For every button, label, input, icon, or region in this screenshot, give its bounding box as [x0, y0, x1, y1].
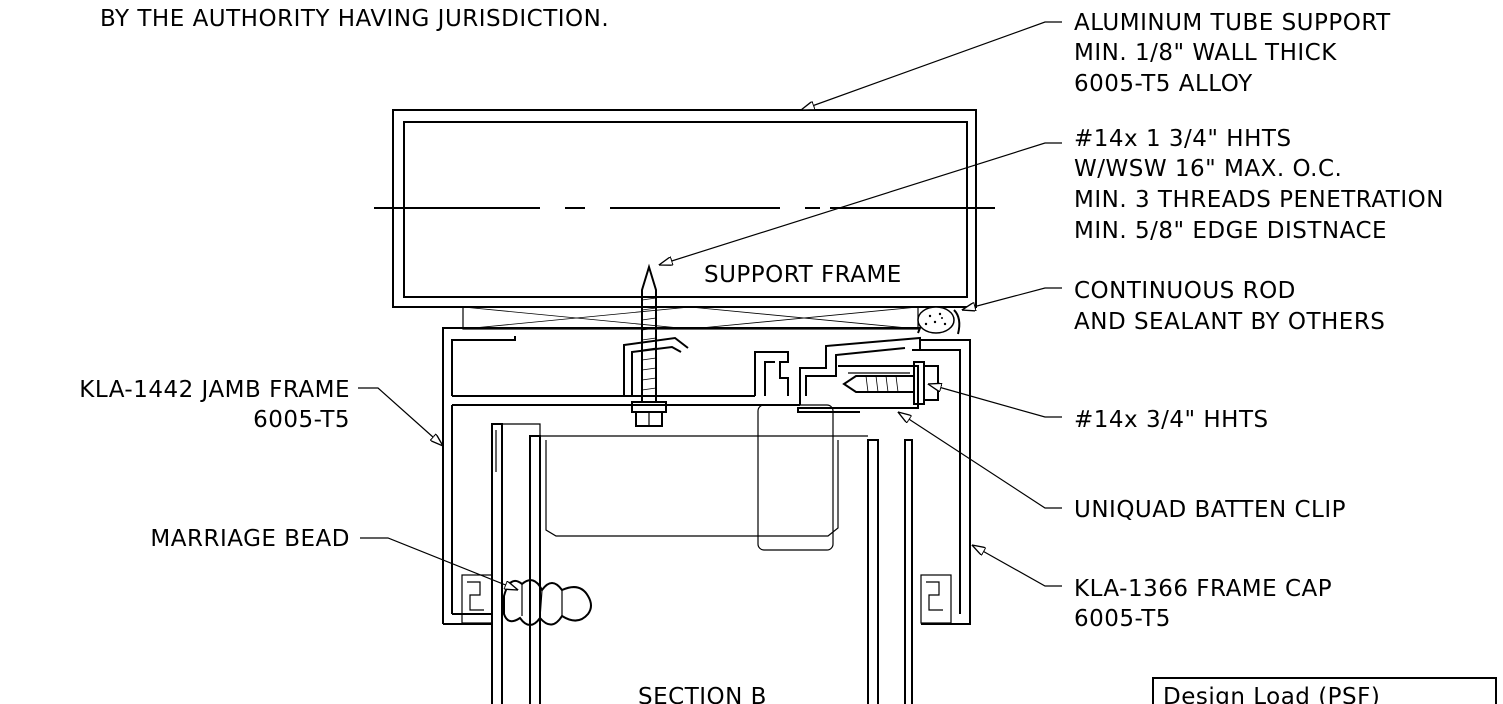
- callout-main-screw: #14x 1 3/4" HHTS W/WSW 16" MAX. O.C. MIN…: [1074, 126, 1444, 244]
- design-load-header: Design Load (PSF): [1163, 684, 1380, 704]
- svg-text:6005-T5: 6005-T5: [1074, 606, 1171, 632]
- small-screw: [842, 361, 939, 405]
- svg-text:UNIQUAD BATTEN CLIP: UNIQUAD BATTEN CLIP: [1074, 497, 1346, 523]
- section-label: SECTION B: [638, 684, 767, 704]
- shim-zone: [462, 306, 919, 330]
- svg-text:MIN. 1/8" WALL THICK: MIN. 1/8" WALL THICK: [1074, 40, 1337, 66]
- svg-text:MIN. 5/8" EDGE DISTNACE: MIN. 5/8" EDGE DISTNACE: [1074, 218, 1387, 244]
- aluminum-tube-support: [374, 109, 995, 308]
- frame-cap: [912, 339, 971, 625]
- callout-batten-clip: UNIQUAD BATTEN CLIP: [1074, 497, 1346, 523]
- main-screw: [631, 263, 667, 427]
- batten-clip: [757, 365, 919, 551]
- callout-small-screw: #14x 3/4" HHTS: [1074, 407, 1269, 433]
- svg-text:#14x 3/4" HHTS: #14x 3/4" HHTS: [1074, 407, 1269, 433]
- svg-text:#14x 1 3/4" HHTS: #14x 1 3/4" HHTS: [1074, 126, 1292, 152]
- svg-text:6005-T5 ALLOY: 6005-T5 ALLOY: [1074, 71, 1253, 97]
- authority-note: BY THE AUTHORITY HAVING JURISDICTION.: [100, 6, 609, 32]
- svg-text:MARRIAGE BEAD: MARRIAGE BEAD: [150, 526, 350, 552]
- svg-text:CONTINUOUS ROD: CONTINUOUS ROD: [1074, 278, 1296, 304]
- svg-text:MIN. 3 THREADS PENETRATION: MIN. 3 THREADS PENETRATION: [1074, 187, 1444, 213]
- jamb-frame: [442, 327, 952, 625]
- backer-rod: [917, 306, 961, 335]
- leaders: [358, 21, 1062, 590]
- callout-frame-cap: KLA-1366 FRAME CAP 6005-T5: [1074, 576, 1332, 632]
- callout-jamb-frame: KLA-1442 JAMB FRAME 6005-T5: [79, 377, 350, 433]
- support-frame-label: SUPPORT FRAME: [704, 262, 902, 288]
- design-load-table: Design Load (PSF): [1152, 677, 1497, 704]
- svg-text:ALUMINUM TUBE SUPPORT: ALUMINUM TUBE SUPPORT: [1074, 10, 1391, 36]
- svg-text:W/WSW 16" MAX. O.C.: W/WSW 16" MAX. O.C.: [1074, 156, 1342, 182]
- svg-text:AND SEALANT BY OTHERS: AND SEALANT BY OTHERS: [1074, 309, 1385, 335]
- svg-text:6005-T5: 6005-T5: [253, 407, 350, 433]
- callout-continuous-rod: CONTINUOUS ROD AND SEALANT BY OTHERS: [1074, 278, 1385, 335]
- callout-tube-support: ALUMINUM TUBE SUPPORT MIN. 1/8" WALL THI…: [1074, 10, 1391, 97]
- glazing-unit: [491, 423, 913, 704]
- marriage-bead: [503, 579, 592, 626]
- callout-marriage-bead: MARRIAGE BEAD: [150, 526, 350, 552]
- svg-text:KLA-1366 FRAME CAP: KLA-1366 FRAME CAP: [1074, 576, 1332, 602]
- svg-text:KLA-1442 JAMB FRAME: KLA-1442 JAMB FRAME: [79, 377, 350, 403]
